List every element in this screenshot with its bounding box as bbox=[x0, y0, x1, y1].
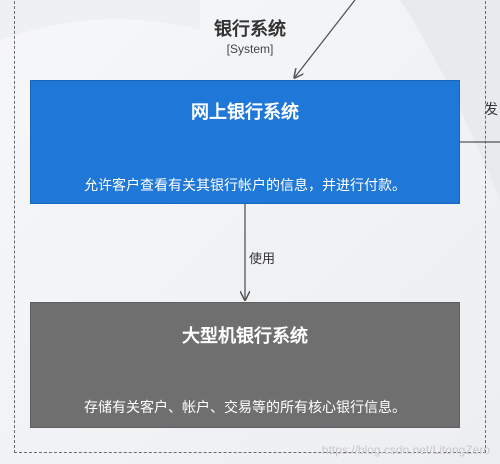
system-boundary bbox=[14, 0, 486, 453]
container-description: 存储有关客户、帐户、交易等的所有核心银行信息。 bbox=[84, 400, 406, 416]
container-description: 允许客户查看有关其银行帐户的信息，并进行付款。 bbox=[84, 178, 406, 194]
relationship-label-partial: 发 bbox=[484, 102, 498, 118]
watermark-text: https://blog.csdn.net/LitongZero bbox=[321, 443, 490, 457]
boundary-type-label: [System] bbox=[226, 42, 274, 56]
incoming-arrow bbox=[295, 0, 356, 77]
relationship-label-uses: 使用 bbox=[249, 252, 276, 267]
mainframe-banking-system-box: 大型机银行系统 存储有关客户、帐户、交易等的所有核心银行信息。 bbox=[30, 302, 460, 428]
container-title: 网上银行系统 bbox=[191, 102, 299, 123]
boundary-title: 银行系统 bbox=[214, 19, 286, 40]
online-banking-system-box: 网上银行系统 允许客户查看有关其银行帐户的信息，并进行付款。 bbox=[30, 80, 460, 204]
container-title: 大型机银行系统 bbox=[182, 326, 308, 347]
